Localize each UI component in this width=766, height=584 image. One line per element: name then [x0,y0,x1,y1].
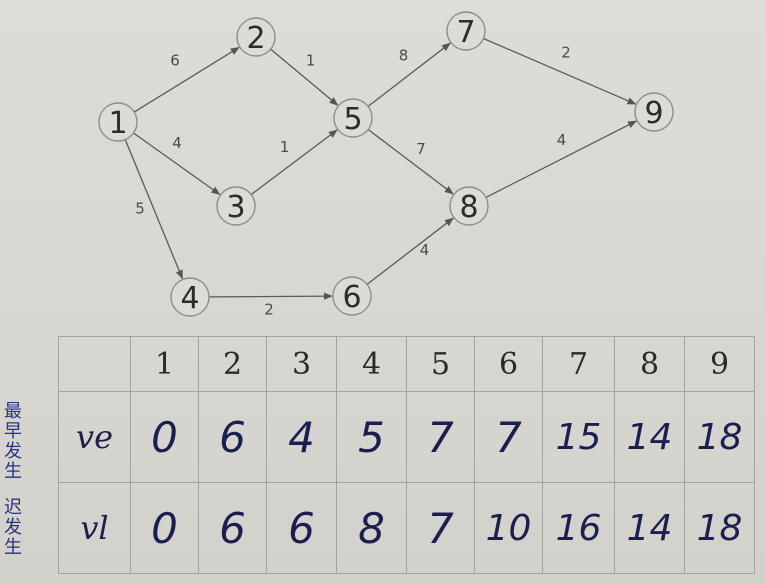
edge-weight-label: 5 [135,200,145,218]
edge-6-to-8 [366,217,454,285]
vl-value-cell: 6 [266,482,337,574]
node-circle [449,186,489,226]
column-header: 1 [130,336,199,392]
edge-weight-label: 4 [557,131,567,149]
vl-value-cell: 10 [474,482,543,574]
node-circle [332,276,372,316]
ve-value-cell: 14 [614,391,685,483]
node-7: 7 [446,11,486,51]
event-time-table-container: 1 2 3 4 5 6 7 8 9 ve 0 6 4 5 7 7 15 14 1… [58,336,755,574]
node-label: 9 [644,96,663,131]
column-header: 3 [266,336,337,392]
column-header: 8 [614,336,685,392]
node-circle [98,102,138,142]
event-time-table: 1 2 3 4 5 6 7 8 9 ve 0 6 4 5 7 7 15 14 1… [58,336,755,574]
ve-value-cell: 4 [266,391,337,483]
table-row-vl: vl 0 6 6 8 7 10 16 14 18 [58,482,755,574]
edge-1-to-4 [124,139,183,280]
vl-value-cell: 7 [406,482,475,574]
node-8: 8 [449,186,489,226]
node-3: 3 [216,186,256,226]
edge-weight-label: 6 [170,52,180,70]
vl-value-cell: 6 [198,482,267,574]
vl-side-note: 迟发生 [4,497,22,558]
edge-weight-label: 8 [399,47,409,65]
edge-5-to-7 [367,42,451,107]
column-header: 2 [198,336,267,392]
edge-5-to-8 [367,128,454,195]
node-label: 2 [246,21,265,56]
node-label: 8 [459,190,478,225]
edge-weight-label: 4 [172,134,182,152]
node-circle [446,11,486,51]
ve-side-note: 最早发生 [4,401,22,482]
vl-value-cell: 16 [542,482,615,574]
edge-8-to-9 [485,120,637,198]
aoe-network-graph: 6 4 5 1 1 2 8 7 4 2 4 1 2 3 4 5 6 7 8 9 [98,11,674,319]
ve-value-cell: 5 [336,391,407,483]
vl-value-cell: 14 [614,482,685,574]
column-header: 7 [542,336,615,392]
node-label: 7 [456,15,475,50]
ve-value-cell: 0 [130,391,199,483]
ve-value-cell: 7 [406,391,475,483]
edge-weight-label: 1 [306,52,316,70]
node-5: 5 [333,98,373,138]
node-circle [236,17,276,57]
ve-value-cell: 6 [198,391,267,483]
node-circle [634,92,674,132]
node-1: 1 [98,102,138,142]
vl-value-cell: 0 [130,482,199,574]
vl-value-cell: 18 [684,482,755,574]
node-circle [333,98,373,138]
edge-4-to-6 [208,292,333,300]
edge-weight-label: 4 [420,241,430,259]
edge-weight-label: 1 [280,138,290,156]
row-label-vl: vl [58,482,131,574]
header-corner-cell [58,336,131,392]
node-6: 6 [332,276,372,316]
node-label: 4 [180,281,199,316]
node-label: 1 [108,106,127,141]
edge-3-to-5 [250,129,338,196]
node-label: 6 [342,280,361,315]
ve-value-cell: 7 [474,391,543,483]
column-header: 4 [336,336,407,392]
row-label-ve: ve [58,391,131,483]
node-label: 5 [343,102,362,137]
ve-value-cell: 15 [542,391,615,483]
node-circle [216,186,256,226]
node-9: 9 [634,92,674,132]
table-header-row: 1 2 3 4 5 6 7 8 9 [58,336,755,392]
node-label: 3 [226,190,245,225]
edge-1-to-2 [133,46,240,113]
edge-7-to-9 [483,37,637,105]
column-header: 5 [406,336,475,392]
column-header: 9 [684,336,755,392]
edge-weight-label: 2 [561,44,571,62]
table-row-ve: ve 0 6 4 5 7 7 15 14 18 [58,391,755,483]
node-2: 2 [236,17,276,57]
ve-value-cell: 18 [684,391,755,483]
column-header: 6 [474,336,543,392]
node-circle [170,277,210,317]
node-4: 4 [170,277,210,317]
edge-1-to-3 [133,132,221,195]
edge-weight-label: 2 [264,301,274,319]
edge-2-to-5 [270,48,339,106]
vl-value-cell: 8 [336,482,407,574]
edge-weight-label: 7 [416,140,426,158]
